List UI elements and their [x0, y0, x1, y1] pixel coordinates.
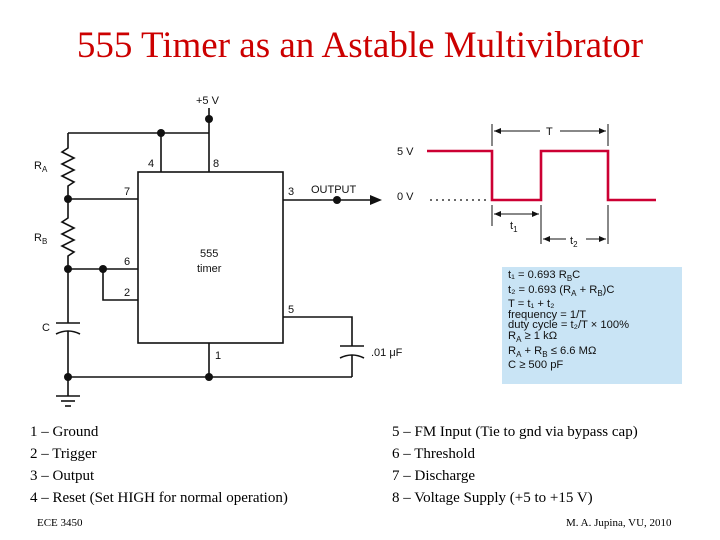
formula-box: t₁ = 0.693 RBC t₂ = 0.693 (RA + RB)C T =…	[502, 267, 682, 384]
node-output	[333, 196, 341, 204]
ic-sub: timer	[197, 263, 222, 275]
formula-t2: t₂ = 0.693 (RA + RB)C	[508, 283, 615, 298]
formula-rarb-max: RA + RB ≤ 6.6 MΩ	[508, 344, 597, 359]
node-pin1	[205, 373, 213, 381]
ic-pin-4: 4	[148, 158, 154, 170]
formula-duty-cycle: duty cycle = t₂/T × 100%	[508, 319, 630, 332]
period-label: T	[546, 126, 553, 138]
cap-01-label: .01 μF	[371, 347, 403, 359]
circuit-diagram: +5 V 4 8 7 6 2 3 5 1 555 timer OUTPUT RA…	[34, 95, 656, 407]
ic-pin-5: 5	[288, 304, 294, 316]
resistor-rb	[60, 199, 76, 269]
v-high-label: 5 V	[397, 146, 414, 158]
pin-list-right: 5 – FM Input (Tie to gnd via bypass cap)…	[392, 421, 638, 509]
pin5-wire	[283, 316, 353, 346]
pin-desc-8: 8 – Voltage Supply (+5 to +15 V)	[392, 490, 593, 506]
pin-desc-2: 2 – Trigger	[30, 446, 97, 462]
waveform-trace	[427, 149, 656, 202]
t1-sub: 1	[513, 225, 518, 234]
ra-sub: A	[42, 165, 48, 174]
pin-desc-5: 5 – FM Input (Tie to gnd via bypass cap)	[392, 424, 638, 440]
footer-course: ECE 3450	[37, 517, 83, 529]
ic-555-body	[137, 171, 284, 344]
formula-c-min: C ≥ 500 pF	[508, 359, 564, 372]
ra-label: R	[34, 160, 42, 172]
output-label: OUTPUT	[311, 184, 357, 196]
pin-desc-1: 1 – Ground	[30, 424, 99, 440]
node-top-rail	[157, 129, 165, 137]
formula-ra-min: RA ≥ 1 kΩ	[508, 329, 558, 345]
svg-text:t2: t2	[570, 235, 578, 249]
c-label: C	[42, 322, 50, 334]
t2-label: t	[570, 235, 573, 247]
svg-text:t1: t1	[510, 220, 518, 234]
ic-pin-2: 2	[124, 287, 130, 299]
node-pin2	[99, 265, 107, 273]
node-pin6	[64, 265, 72, 273]
output-arrow	[370, 195, 382, 205]
pin-desc-6: 6 – Threshold	[392, 446, 476, 462]
pin-desc-3: 3 – Output	[30, 468, 95, 484]
node-supply	[205, 115, 213, 123]
t2-sub: 2	[573, 240, 578, 249]
ic-pin-8: 8	[213, 158, 219, 170]
rb-label: R	[34, 232, 42, 244]
rb-sub: B	[42, 237, 47, 246]
ic-pin-7: 7	[124, 186, 130, 198]
node-pin7	[64, 195, 72, 203]
ic-name: 555	[200, 248, 218, 260]
formula-period: T = t₁ + t₂	[508, 298, 555, 311]
formula-t1: t₁ = 0.693 RBC	[508, 269, 581, 284]
footer-author: M. A. Jupina, VU, 2010	[566, 517, 672, 529]
pin-desc-4: 4 – Reset (Set HIGH for normal operation…	[30, 490, 288, 506]
svg-text:RB: RB	[34, 232, 47, 246]
supply-label: +5 V	[196, 95, 220, 107]
slide-title: 555 Timer as an Astable Multivibrator	[76, 25, 644, 66]
ic-pin-1: 1	[215, 350, 221, 362]
pin2-wire	[102, 269, 138, 301]
pin-list-left: 1 – Ground 2 – Trigger 3 – Output 4 – Re…	[30, 421, 288, 509]
svg-text:RA: RA	[34, 160, 48, 174]
pin-desc-7: 7 – Discharge	[392, 468, 476, 484]
resistor-ra	[60, 133, 76, 199]
formula-frequency: frequency = 1/T	[508, 308, 587, 321]
ic-pin-6: 6	[124, 256, 130, 268]
node-ground-left	[64, 373, 72, 381]
ic-pin-3: 3	[288, 186, 294, 198]
v-low-label: 0 V	[397, 191, 414, 203]
t1-label: t	[510, 220, 513, 232]
